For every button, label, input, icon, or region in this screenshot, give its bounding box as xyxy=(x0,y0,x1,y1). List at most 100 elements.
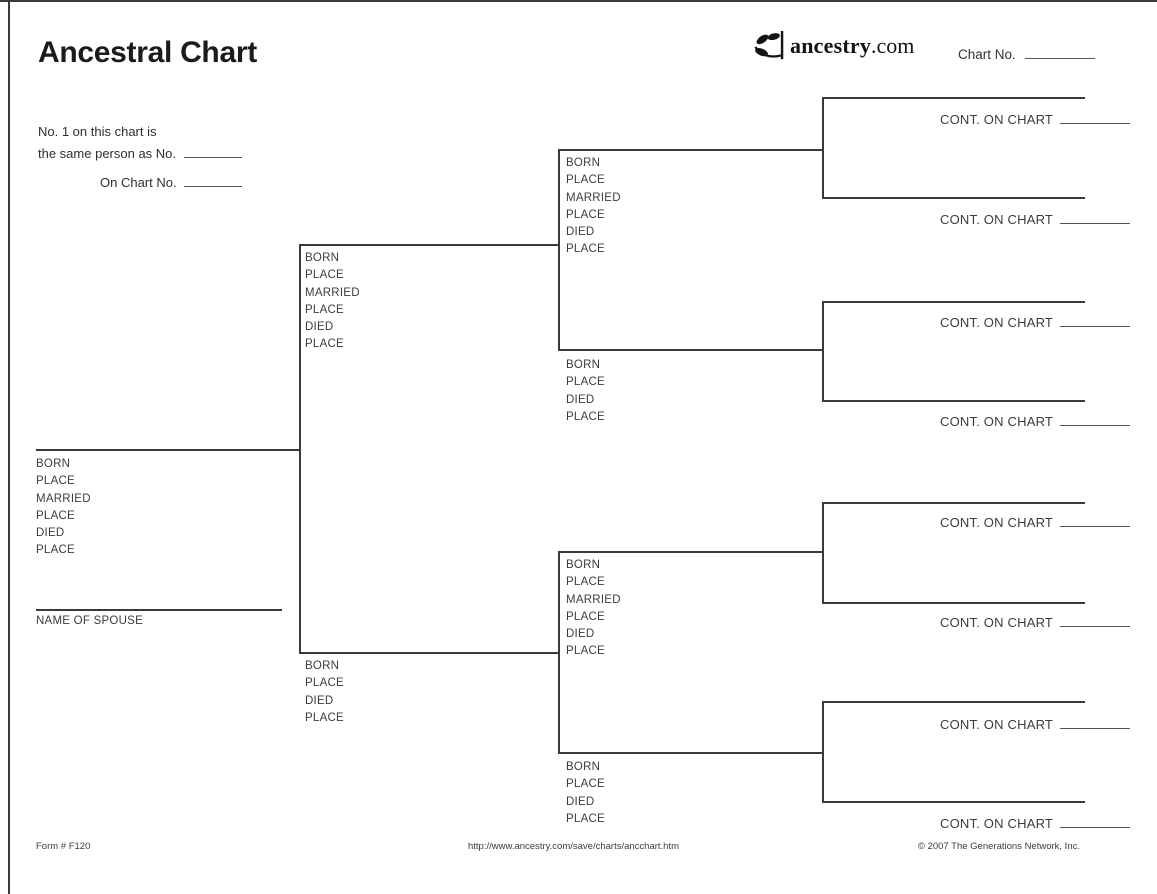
field-label: BORN xyxy=(566,761,601,773)
paternal-grandmother-field-labels: BORN PLACE DIED PLACE xyxy=(566,357,605,426)
cont-on-chart-3: CONT. ON CHART xyxy=(940,314,1131,330)
field-label: PLACE xyxy=(566,778,605,791)
maternal-grandfather-line xyxy=(558,551,822,553)
mother-line xyxy=(299,652,559,654)
great-grandparent-line-2 xyxy=(822,197,1085,199)
cont-chart-blank-1 xyxy=(1060,111,1131,124)
field-label: PLACE xyxy=(566,812,605,825)
person1-line xyxy=(36,449,299,451)
great-grandparents-connector-1 xyxy=(822,97,824,198)
cont-chart-blank-6 xyxy=(1060,614,1131,627)
maternal-grandmother-field-labels: BORN PLACE DIED PLACE xyxy=(566,759,605,828)
field-label: PLACE xyxy=(305,303,344,316)
field-label: BORN xyxy=(566,157,601,169)
page-title: Ancestral Chart xyxy=(38,36,257,69)
logo-text-suffix: .com xyxy=(871,33,915,58)
field-label: DIED xyxy=(305,694,334,707)
field-label: PLACE xyxy=(566,645,605,658)
field-label: MARRIED xyxy=(566,191,621,204)
great-grandparents-connector-4 xyxy=(822,701,824,802)
cont-on-chart-5: CONT. ON CHART xyxy=(940,514,1131,530)
field-label: BORN xyxy=(305,660,340,672)
great-grandparent-line-6 xyxy=(822,602,1085,604)
maternal-grandmother-line xyxy=(558,752,822,754)
on-chart-blank xyxy=(184,174,243,187)
field-label: DIED xyxy=(305,321,334,334)
field-label: PLACE xyxy=(305,711,344,724)
field-label: PLACE xyxy=(36,509,75,522)
same-person-label: the same person as No. xyxy=(38,146,177,161)
field-label: PLACE xyxy=(566,208,605,221)
great-grandparents-connector-2 xyxy=(822,301,824,401)
field-label: MARRIED xyxy=(566,593,621,606)
paternal-grandmother-line xyxy=(558,349,822,351)
chart-number-field: Chart No. xyxy=(958,46,1095,62)
great-grandparent-line-1 xyxy=(822,97,1085,99)
field-label: DIED xyxy=(566,393,595,406)
field-label: PLACE xyxy=(36,475,75,488)
mother-field-labels: BORN PLACE DIED PLACE xyxy=(305,658,344,727)
great-grandparent-line-3 xyxy=(822,301,1085,303)
field-label: PLACE xyxy=(566,610,605,623)
form-number: Form # F120 xyxy=(36,841,91,852)
cont-chart-blank-8 xyxy=(1060,815,1131,828)
field-label: PLACE xyxy=(566,576,605,589)
field-label: PLACE xyxy=(566,243,605,256)
field-label: PLACE xyxy=(566,410,605,423)
cont-on-chart-4: CONT. ON CHART xyxy=(940,413,1131,429)
father-line xyxy=(299,244,559,246)
field-label: MARRIED xyxy=(36,492,91,505)
cont-chart-blank-7 xyxy=(1060,716,1131,729)
footer-copyright: © 2007 The Generations Network, Inc. xyxy=(917,841,1080,852)
reference-note-line1: No. 1 on this chart is xyxy=(38,124,157,139)
great-grandparent-line-8 xyxy=(822,801,1085,803)
chart-number-label: Chart No. xyxy=(958,47,1016,62)
field-label: BORN xyxy=(36,458,71,470)
field-label: DIED xyxy=(566,795,595,808)
field-label: MARRIED xyxy=(305,286,360,299)
great-grandparent-line-7 xyxy=(822,701,1085,703)
logo-text-main: ancestry xyxy=(790,33,872,58)
great-grandparent-line-5 xyxy=(822,502,1085,504)
cont-on-chart-2: CONT. ON CHART xyxy=(940,211,1131,227)
cont-on-chart-8: CONT. ON CHART xyxy=(940,815,1131,831)
cont-chart-blank-4 xyxy=(1060,413,1131,426)
father-field-labels: BORN PLACE MARRIED PLACE DIED PLACE xyxy=(305,250,360,354)
spouse-label: NAME OF SPOUSE xyxy=(36,615,144,627)
maternal-grandfather-field-labels: BORN PLACE MARRIED PLACE DIED PLACE xyxy=(566,557,621,661)
cont-chart-blank-3 xyxy=(1060,314,1131,327)
ancestry-logo: ancestry.com xyxy=(752,30,914,62)
paternal-connector xyxy=(558,149,560,350)
field-label: DIED xyxy=(36,527,65,540)
cont-chart-blank-5 xyxy=(1060,514,1131,527)
field-label: DIED xyxy=(566,226,595,239)
field-label: BORN xyxy=(566,359,601,371)
on-chart-label: On Chart No. xyxy=(100,175,177,190)
field-label: PLACE xyxy=(566,376,605,389)
field-label: PLACE xyxy=(305,338,344,351)
ancestry-leaf-icon xyxy=(752,30,788,62)
field-label: DIED xyxy=(566,628,595,641)
field-label: BORN xyxy=(566,559,601,571)
maternal-connector xyxy=(558,551,560,753)
cont-chart-blank-2 xyxy=(1060,211,1131,224)
same-person-blank xyxy=(183,145,242,158)
reference-note-line2: the same person as No. xyxy=(38,145,242,161)
chart-number-blank xyxy=(1024,46,1095,59)
paternal-grandfather-line xyxy=(558,149,822,151)
page-left-border xyxy=(8,0,10,894)
field-label: PLACE xyxy=(36,544,75,557)
cont-on-chart-1: CONT. ON CHART xyxy=(940,111,1131,127)
field-label: BORN xyxy=(305,252,340,264)
field-label: PLACE xyxy=(305,677,344,690)
cont-on-chart-6: CONT. ON CHART xyxy=(940,614,1131,630)
page-top-border xyxy=(0,0,1157,2)
cont-on-chart-7: CONT. ON CHART xyxy=(940,716,1131,732)
spouse-line xyxy=(36,609,282,611)
field-label: PLACE xyxy=(305,269,344,282)
great-grandparents-connector-3 xyxy=(822,502,824,603)
person1-field-labels: BORN PLACE MARRIED PLACE DIED PLACE xyxy=(36,456,91,560)
reference-note-line3: On Chart No. xyxy=(100,174,243,190)
